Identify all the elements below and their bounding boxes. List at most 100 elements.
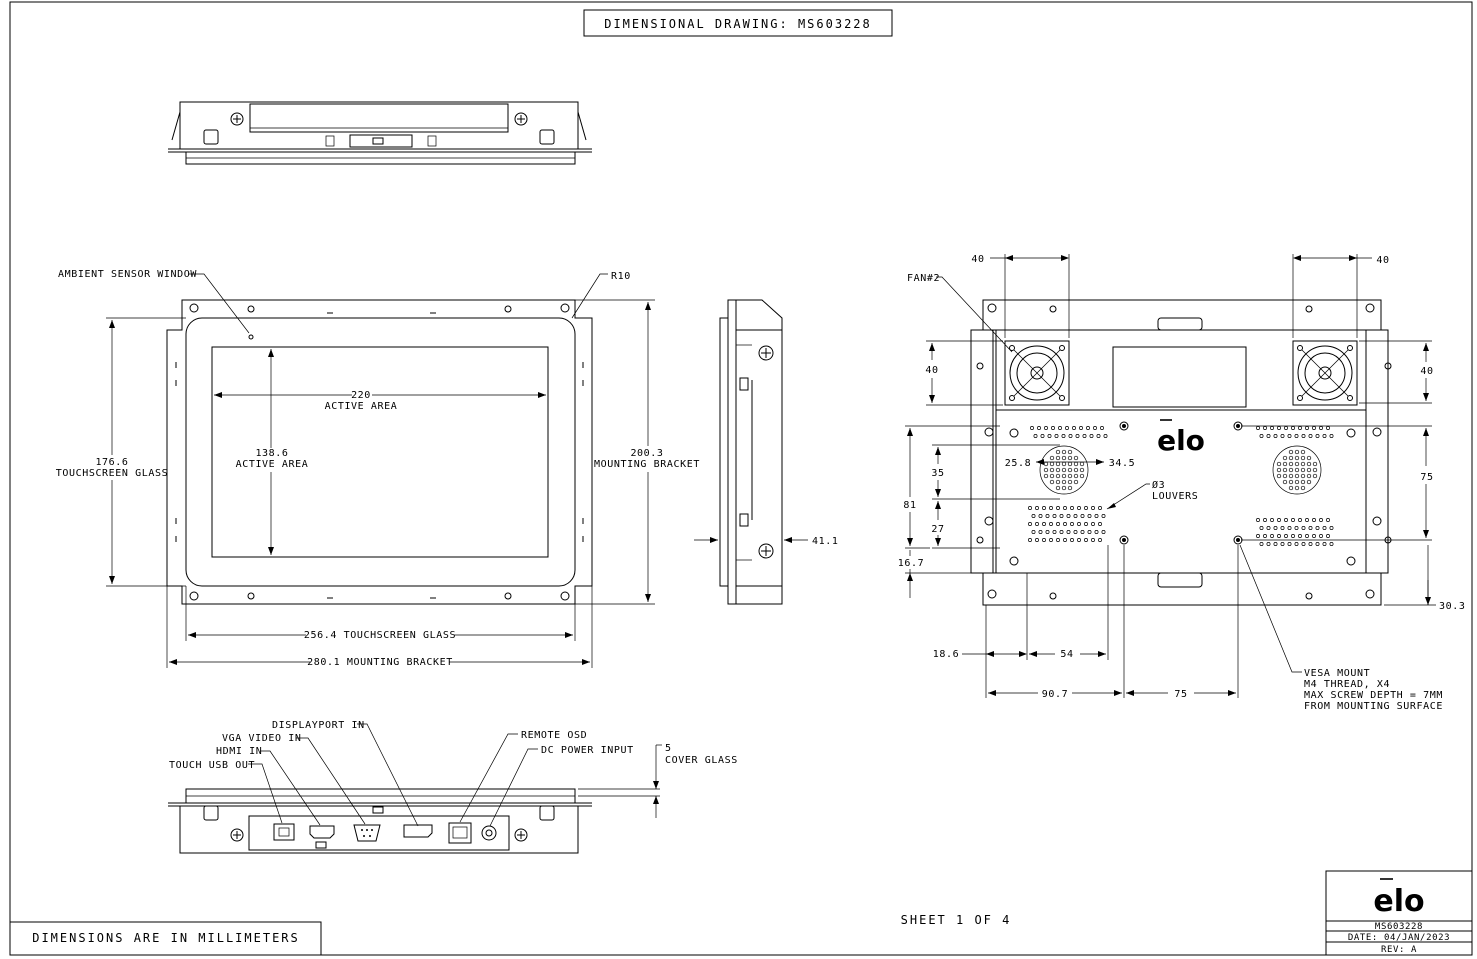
louver-hole [1326, 534, 1330, 538]
louver-hole [1300, 461, 1306, 467]
louver-hole [1319, 426, 1323, 430]
louver-hole [1277, 426, 1281, 430]
louver-hole [1301, 526, 1306, 530]
louver-hole [1073, 514, 1078, 518]
louver-hole [1055, 467, 1061, 473]
louver-hole [1300, 473, 1306, 479]
louver-hole [1067, 461, 1073, 467]
louver-hole [1319, 518, 1323, 522]
louver-hole [1282, 467, 1288, 473]
active-height-label: ACTIVE AREA [236, 459, 309, 470]
louver-hole [1263, 518, 1267, 522]
louver-hole [1284, 534, 1288, 538]
vesa-line-4: FROM MOUNTING SURFACE [1304, 701, 1443, 712]
louver-hole [1033, 434, 1038, 438]
louver-hole [1045, 530, 1050, 534]
louver-hole [1300, 455, 1306, 461]
active-width-label: ACTIVE AREA [325, 401, 398, 412]
glass-height-label: TOUCHSCREEN GLASS [56, 468, 169, 479]
louver-hole [1294, 434, 1299, 438]
dim-54: 54 [1060, 649, 1073, 660]
louver-hole [1077, 506, 1081, 510]
louver-hole [1055, 485, 1061, 491]
louver-hole [1094, 530, 1099, 534]
louver-grid-bottom-left [1028, 506, 1106, 542]
title-block: elo MS603228 DATE: 04/JAN/2023 REV: A [1325, 870, 1473, 956]
louver-hole [1280, 542, 1285, 546]
louver-hole [1043, 473, 1049, 479]
louver-hole [1329, 526, 1334, 530]
louver-hole [1038, 530, 1043, 534]
louver-hole [1305, 426, 1309, 430]
louver-hole [1061, 467, 1067, 473]
louver-hole [1284, 426, 1288, 430]
mounting-bracket-outline [166, 299, 593, 605]
louver-hole [1047, 434, 1052, 438]
louver-hole [1059, 530, 1064, 534]
louver-hole [1294, 455, 1300, 461]
louver-hole [1284, 518, 1288, 522]
louver-hole [1291, 426, 1295, 430]
louver-hole [1256, 534, 1260, 538]
louver-hole [1061, 479, 1067, 485]
louver-grid-top-left [1030, 426, 1108, 491]
louver-hole [1280, 434, 1285, 438]
louver-hole [1096, 434, 1101, 438]
active-height-value: 138.6 [255, 448, 288, 459]
louver-hole [1306, 467, 1312, 473]
louver-hole [1300, 479, 1306, 485]
bracket-height-label: MOUNTING BRACKET [594, 459, 700, 470]
louver-hole [1066, 530, 1071, 534]
louver-hole [1298, 426, 1302, 430]
louver-hole [1079, 467, 1085, 473]
louver-hole [1263, 534, 1267, 538]
louver-hole [1294, 479, 1300, 485]
louver-hole [1291, 534, 1295, 538]
louver-hole [1059, 514, 1064, 518]
louver-hole [1063, 522, 1067, 526]
louver-hole [1315, 526, 1320, 530]
louver-hole [1028, 522, 1032, 526]
louver-hole [1052, 530, 1057, 534]
louver-hole [1276, 473, 1282, 479]
cover-glass-label: COVER GLASS [665, 755, 738, 766]
louver-hole [1056, 506, 1060, 510]
louver-hole [1049, 473, 1055, 479]
dim-25-8: 25.8 [1005, 458, 1031, 469]
louver-hole [1315, 542, 1320, 546]
title-block-part-number: MS603228 [1375, 922, 1423, 932]
title-block-date: DATE: 04/JAN/2023 [1348, 933, 1450, 943]
glass-height-value: 176.6 [95, 457, 128, 468]
louver-hole [1294, 467, 1300, 473]
louver-hole [1306, 455, 1312, 461]
dim-30-3: 30.3 [1439, 601, 1465, 612]
bracket-width-dimension: 280.1 MOUNTING BRACKET [307, 657, 453, 668]
louver-hole [1270, 426, 1274, 430]
rear-view: elo FAN#2 40 40 40 40 [898, 254, 1465, 712]
louver-hole [1049, 538, 1053, 542]
louver-hole [1067, 485, 1073, 491]
louver-hole [1282, 455, 1288, 461]
vesa-vertical-75: 75 [1420, 472, 1433, 483]
louver-hole [1073, 473, 1079, 479]
louver-hole [1098, 506, 1102, 510]
louver-hole [1067, 455, 1073, 461]
louver-hole [1073, 455, 1079, 461]
dim-35: 35 [931, 468, 944, 479]
louver-hole [1075, 434, 1080, 438]
louver-hole [1312, 426, 1316, 430]
dim-34-5: 34.5 [1109, 458, 1135, 469]
vesa-horizontal-75: 75 [1174, 689, 1187, 700]
louver-hole [1070, 522, 1074, 526]
louver-hole [1287, 434, 1292, 438]
units-note-box: DIMENSIONS ARE IN MILLIMETERS [9, 921, 322, 956]
louver-hole [1077, 522, 1081, 526]
louver-hole [1277, 518, 1281, 522]
vga-label: VGA VIDEO IN [222, 733, 301, 744]
louver-hole [1301, 434, 1306, 438]
louver-hole [1308, 434, 1313, 438]
louver-hole [1270, 518, 1274, 522]
louver-hole [1031, 530, 1036, 534]
louver-hole [1277, 534, 1281, 538]
louver-hole [1084, 522, 1088, 526]
